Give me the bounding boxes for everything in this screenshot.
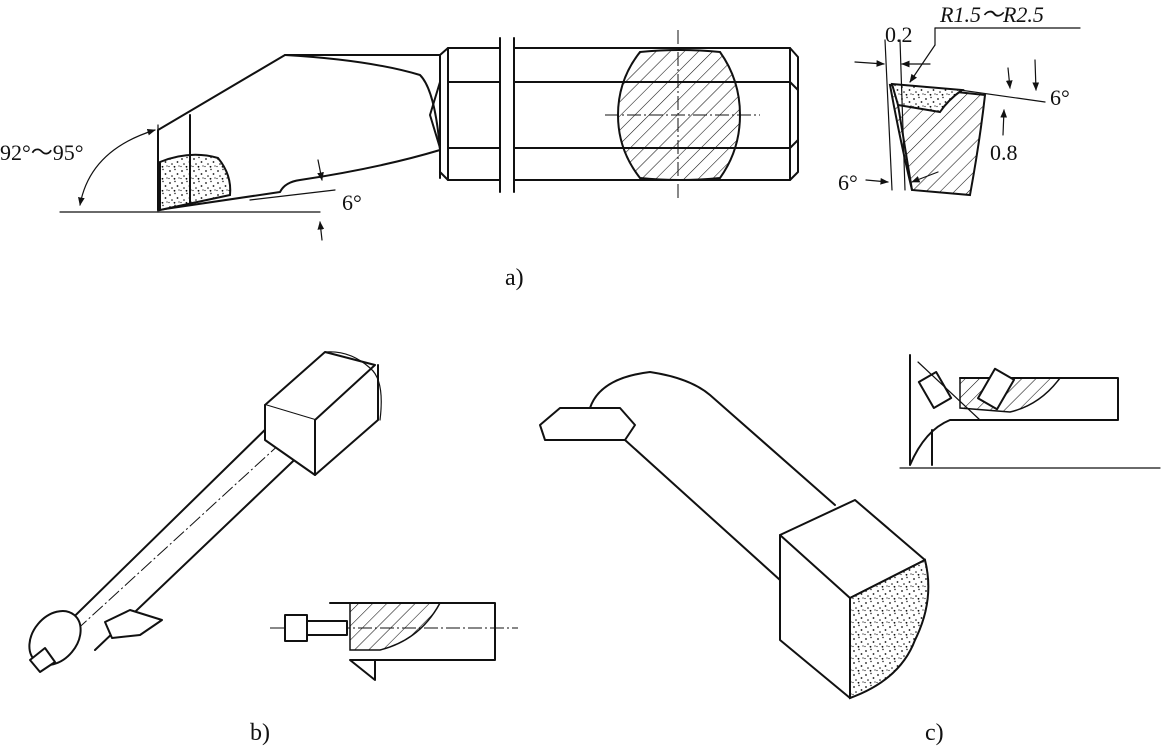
width-label: 0.2 bbox=[885, 22, 913, 47]
figure-b: b) bbox=[28, 351, 518, 746]
rake-angle-label: 6° bbox=[1050, 85, 1070, 110]
clearance-angle-label: 6° bbox=[838, 170, 858, 195]
nose-radius-label: R1.5～R2.5 bbox=[939, 2, 1044, 27]
caption-b: b) bbox=[250, 720, 270, 746]
side-relief-dimension: 6° bbox=[249, 159, 362, 241]
detail-body-section bbox=[888, 83, 987, 197]
tool-shank bbox=[429, 30, 799, 198]
caption-c: c) bbox=[925, 720, 944, 746]
bent-tool-section-inset bbox=[899, 354, 1161, 469]
carbide-insert bbox=[159, 153, 232, 212]
cutting-edge-detail: 0.2 R1.5～R2.5 6° 0.8 6° bbox=[838, 2, 1081, 197]
figure-c: c) bbox=[539, 354, 1161, 746]
boring-bar-section bbox=[270, 602, 518, 681]
caption-a: a) bbox=[505, 265, 524, 291]
boring-bar-isometric bbox=[28, 351, 382, 673]
land-width-label: 0.8 bbox=[990, 140, 1018, 165]
side-relief-angle-label: 6° bbox=[342, 190, 362, 215]
figure-a: 92°～95° 6° 0.2 R1.5～R2.5 6° bbox=[0, 2, 1081, 291]
approach-angle-label: 92°～95° bbox=[0, 140, 84, 165]
fractured-end bbox=[849, 558, 930, 700]
approach-angle-dimension: 92°～95° bbox=[0, 124, 321, 213]
bent-boring-tool-isometric bbox=[539, 371, 930, 700]
boring-tool-side-view bbox=[157, 54, 441, 212]
